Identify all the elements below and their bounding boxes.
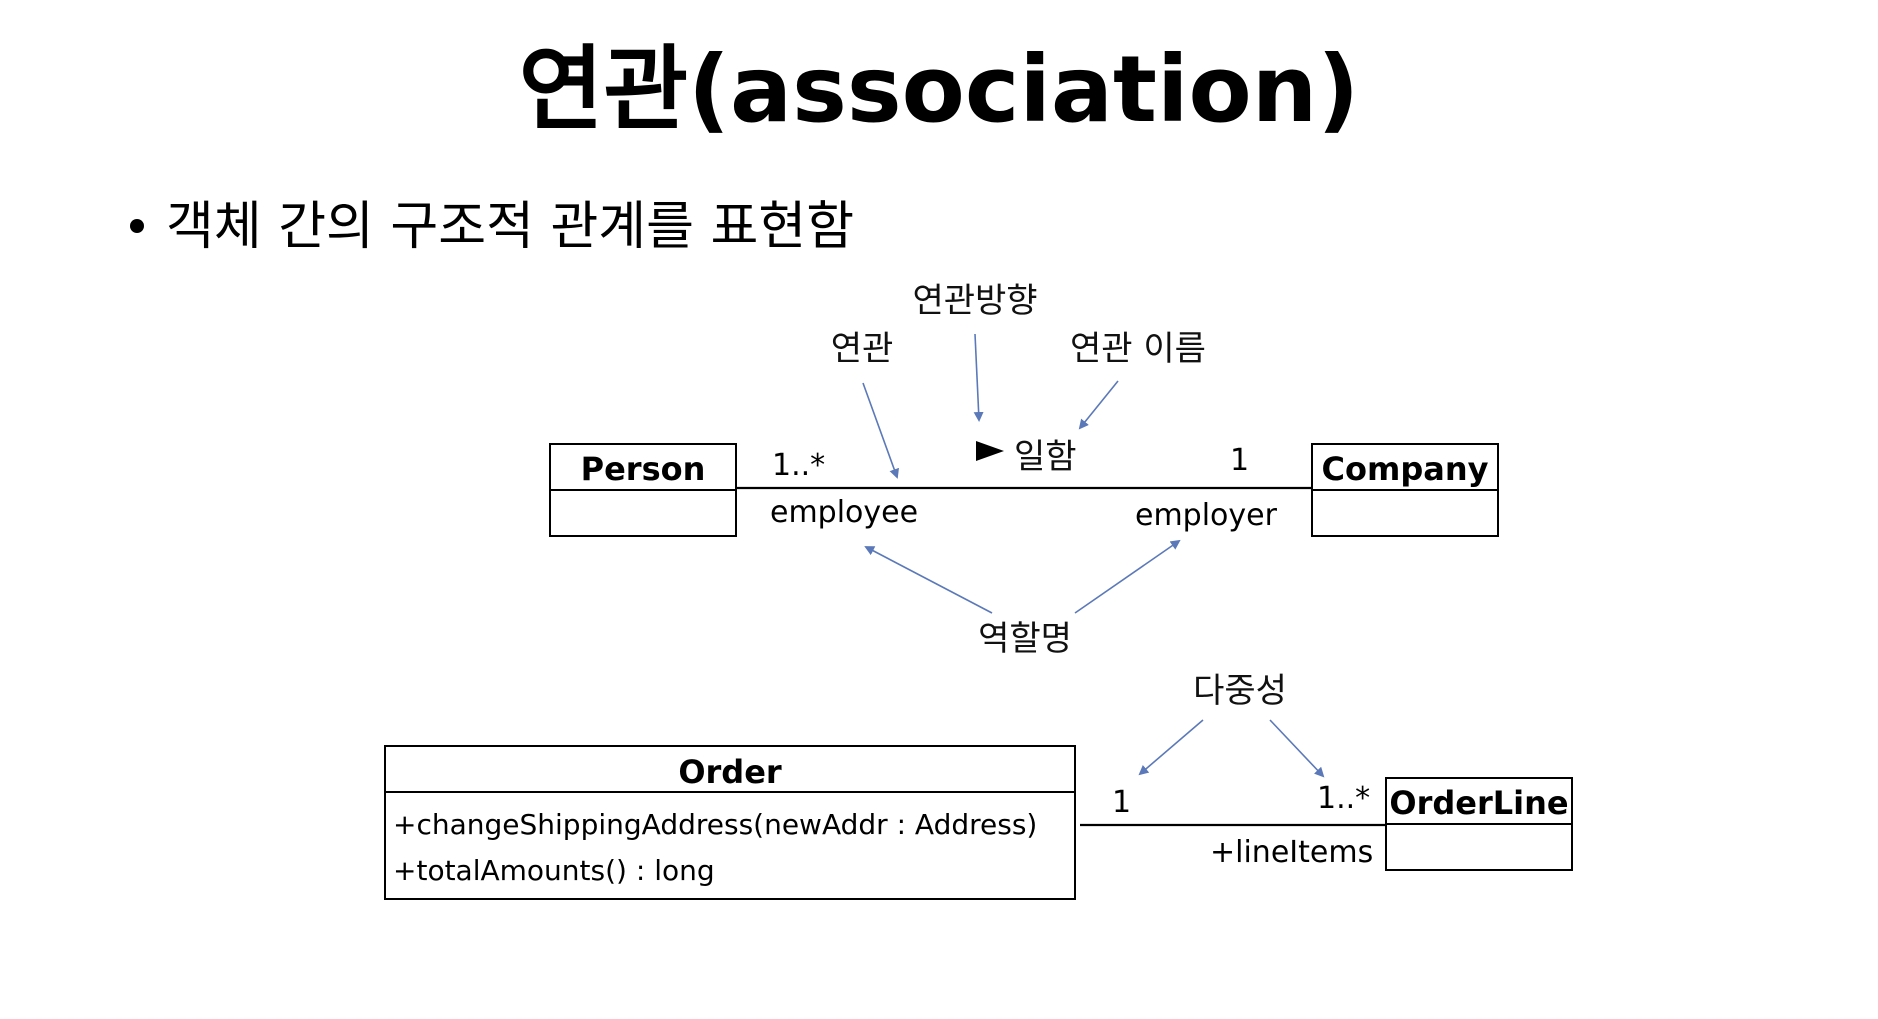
annotation-role-name: 역할명 <box>978 619 1072 659</box>
pointer-role-left-arrow <box>864 546 993 614</box>
company-class: Company <box>1311 443 1499 537</box>
person-class-name: Person <box>581 450 706 488</box>
pointer-role-right-arrow <box>1074 539 1181 614</box>
pointer-multiplicity-left-arrow <box>1138 719 1204 776</box>
annotation-multiplicity: 다중성 <box>1193 671 1287 711</box>
employer-role: employer <box>1135 498 1278 533</box>
order-multiplicity: 1 <box>1112 785 1131 820</box>
pointer-association-arrow <box>862 382 899 479</box>
bullet-text: 객체 간의 구조적 관계를 표현함 <box>166 197 855 257</box>
company-multiplicity: 1 <box>1230 443 1249 478</box>
orderline-class: OrderLine <box>1385 777 1573 871</box>
pointer-association-name-arrow <box>1078 380 1119 430</box>
employee-role: employee <box>770 495 918 530</box>
annotation-association: 연관 <box>831 329 894 369</box>
association-name-label: 일함 <box>1014 437 1077 477</box>
direction-triangle-icon <box>976 441 1004 461</box>
pointer-direction-arrow <box>973 333 984 422</box>
person-class: Person <box>549 443 737 537</box>
order-class-name: Order <box>678 753 782 791</box>
order-operation: +totalAmounts() : long <box>393 854 715 887</box>
pointer-multiplicity-right-arrow <box>1269 719 1325 778</box>
orderline-multiplicity: 1..* <box>1317 781 1370 816</box>
slide-title: 연관(association) <box>518 36 1360 143</box>
orderline-class-name: OrderLine <box>1389 784 1568 822</box>
annotation-direction: 연관방향 <box>912 281 1037 321</box>
bullet-dot-icon <box>130 219 144 233</box>
order-class: Order +changeShippingAddress(newAddr : A… <box>384 745 1076 900</box>
bullet-item: 객체 간의 구조적 관계를 표현함 <box>130 192 854 262</box>
lineitems-role: +lineItems <box>1210 835 1373 870</box>
person-multiplicity: 1..* <box>772 448 825 483</box>
order-operation: +changeShippingAddress(newAddr : Address… <box>393 808 1037 841</box>
annotation-association-name: 연관 이름 <box>1070 329 1206 369</box>
company-class-name: Company <box>1322 450 1489 488</box>
